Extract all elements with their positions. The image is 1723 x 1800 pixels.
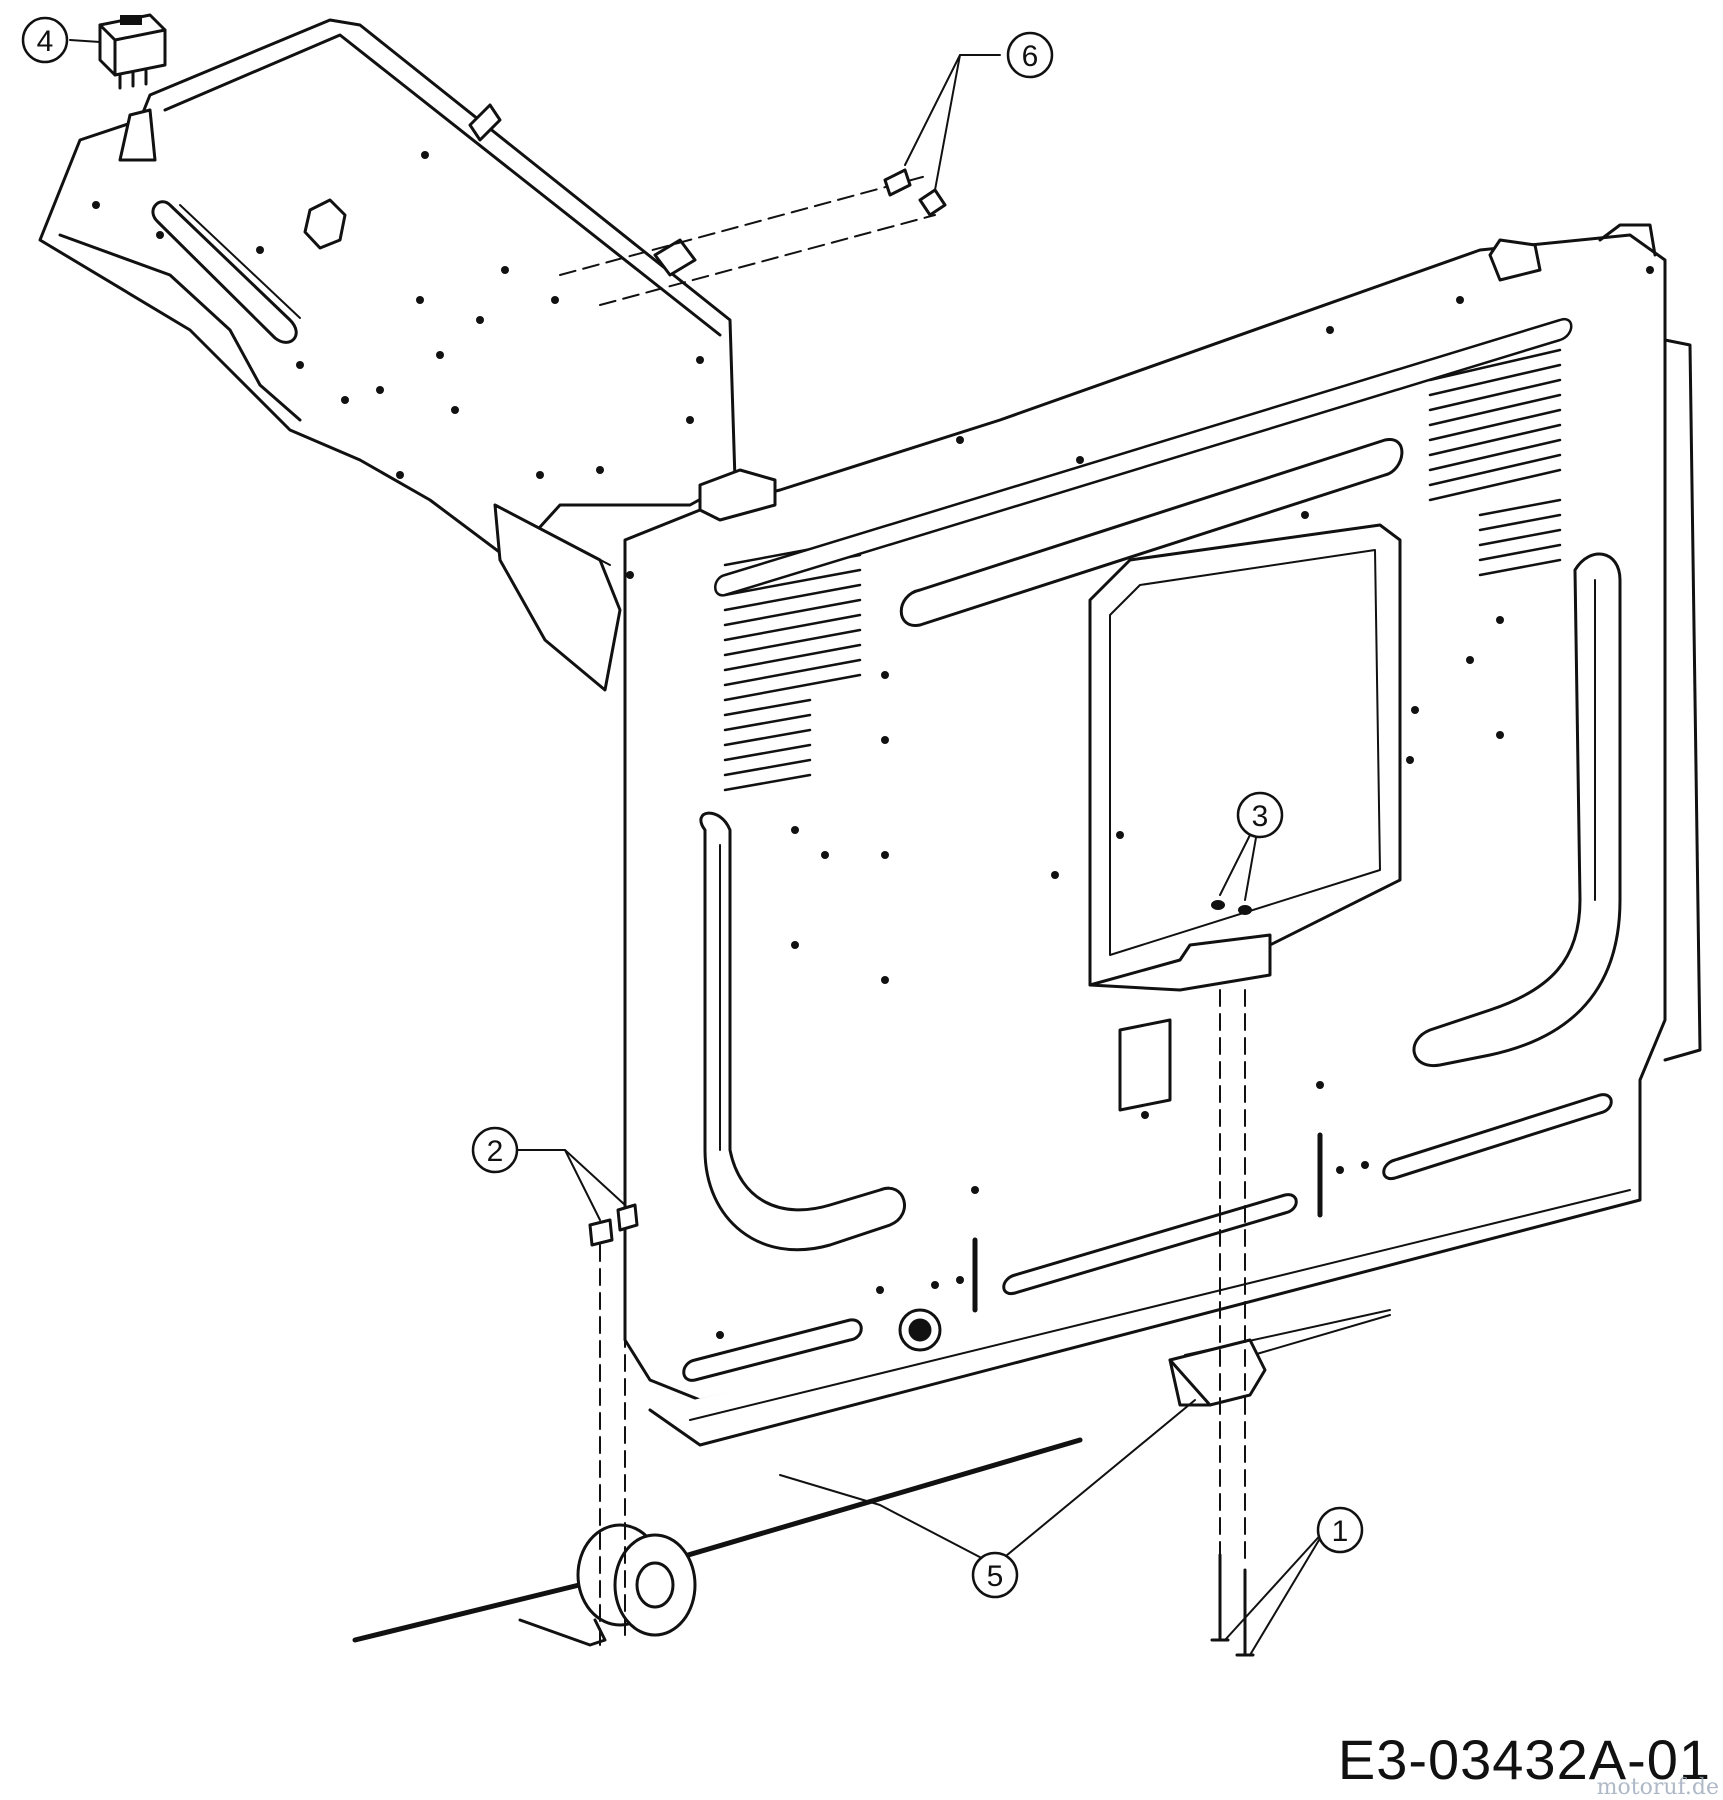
- callout-5: 5: [971, 1551, 1019, 1599]
- screw-pair-left: [588, 1203, 639, 1247]
- bolt-pair: [1210, 1553, 1255, 1657]
- callout-3: 3: [1236, 791, 1284, 839]
- callout-3-label: 3: [1252, 800, 1269, 833]
- switch-relay: [98, 13, 167, 90]
- leader-5a: [779, 1474, 996, 1566]
- callout-1: 1: [1316, 1506, 1364, 1554]
- main-rear-panel: [623, 223, 1702, 1447]
- upper-side-panel: [38, 18, 737, 692]
- assembly-line-top-a: [559, 174, 931, 276]
- callout-1-label: 1: [1332, 1515, 1349, 1548]
- screw-pair-top: [883, 168, 947, 217]
- leader-6b: [934, 54, 961, 191]
- callout-6-label: 6: [1022, 40, 1039, 73]
- watermark: motoruf.de: [1596, 1775, 1719, 1800]
- callout-5-label: 5: [987, 1560, 1004, 1593]
- callout-4: 4: [21, 16, 69, 64]
- leader-4: [69, 39, 101, 43]
- leader-2a: [514, 1149, 601, 1221]
- leader-5b: [994, 1399, 1196, 1566]
- leader-1a: [1224, 1529, 1326, 1641]
- leader-6a: [904, 54, 1001, 166]
- callout-4-label: 4: [37, 25, 54, 58]
- callout-6: 6: [1006, 31, 1054, 79]
- cable-and-connector: [352, 1309, 1391, 1647]
- callout-2: 2: [471, 1126, 519, 1174]
- callout-2-label: 2: [487, 1135, 504, 1168]
- nut-pair-center: [1211, 900, 1252, 915]
- leader-1b: [1249, 1529, 1326, 1656]
- assembly-line-top-b: [599, 214, 936, 306]
- drawing-code: E3-03432A-01: [1337, 1728, 1711, 1791]
- leader-2b: [564, 1149, 626, 1206]
